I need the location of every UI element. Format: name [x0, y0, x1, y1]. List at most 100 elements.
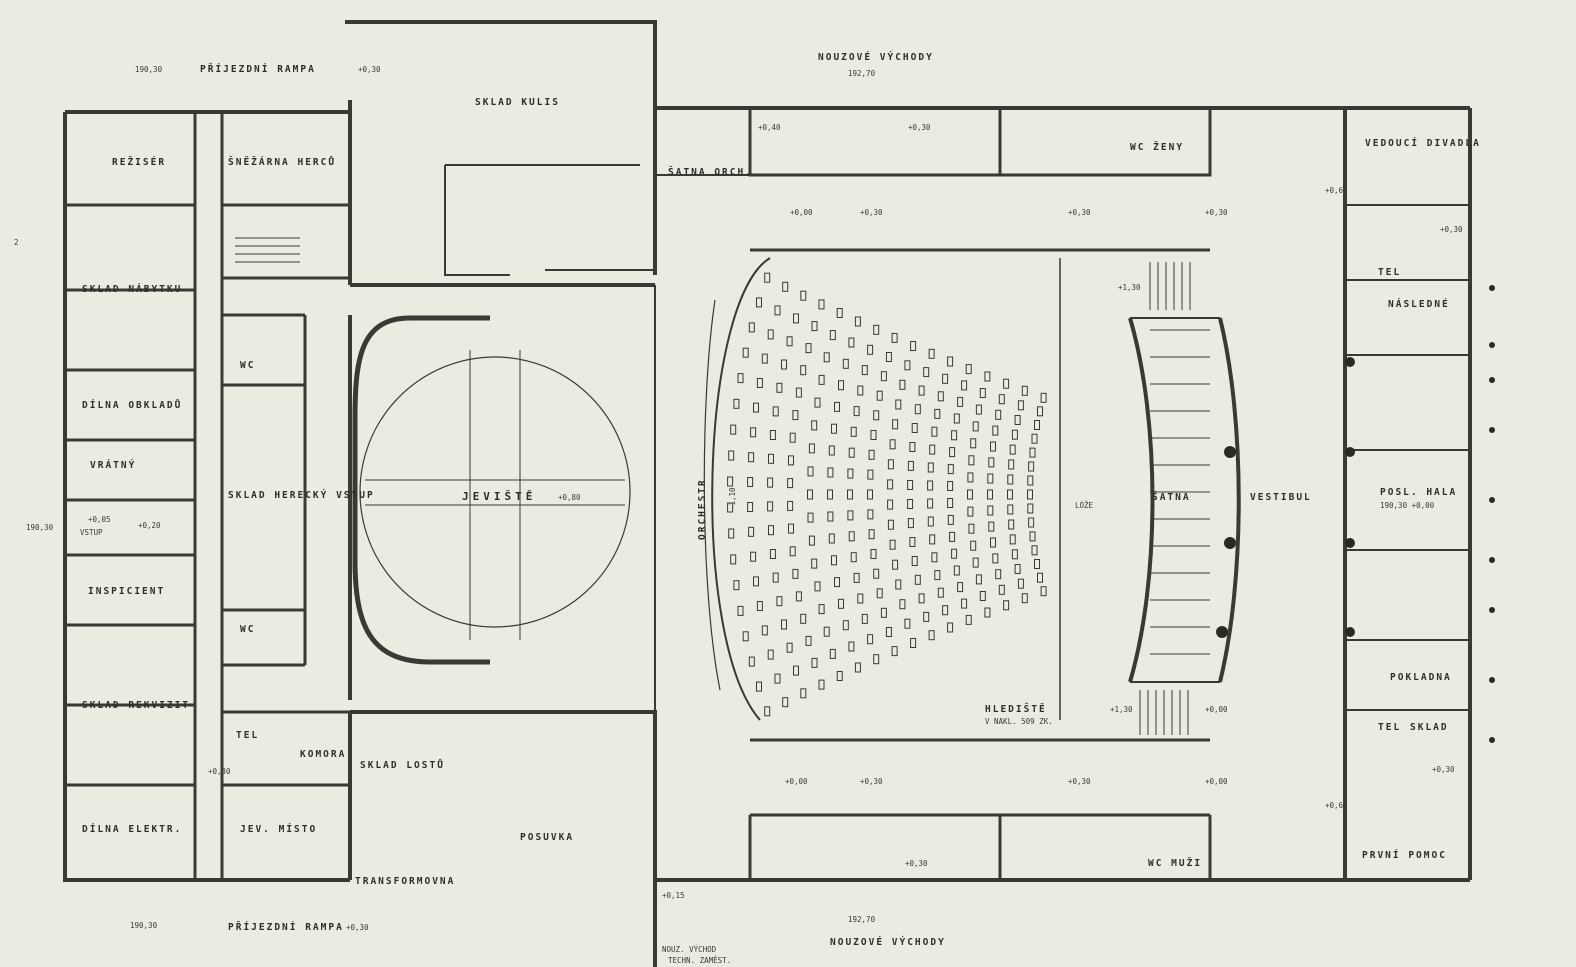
- seat: [899, 599, 906, 610]
- seat: [942, 373, 949, 384]
- seat: [867, 634, 874, 645]
- label-rampa-bottom: PŘÍJEZDNÍ RAMPA: [228, 921, 344, 933]
- seat: [761, 625, 768, 636]
- label-vedouci: VEDOUCÍ DIVADLA: [1365, 137, 1481, 149]
- seat: [937, 391, 944, 402]
- seat: [811, 321, 818, 332]
- seat: [1027, 475, 1034, 486]
- label-wc-2: WC: [240, 624, 255, 635]
- seat: [870, 430, 877, 440]
- seat: [965, 364, 972, 375]
- seat: [800, 290, 807, 301]
- seat: [953, 565, 960, 576]
- seat: [953, 413, 960, 424]
- seat: [927, 462, 934, 473]
- auditorium: [703, 257, 1241, 721]
- label-rampa-top: PŘÍJEZDNÍ RAMPA: [200, 63, 316, 75]
- seat: [827, 511, 834, 522]
- label-vratny: VRÁTNÝ: [90, 459, 136, 471]
- label-orchestr: ORCHESTR: [697, 478, 708, 540]
- seat: [923, 367, 930, 378]
- stairs: [235, 237, 1191, 735]
- label-komora: KOMORA: [300, 749, 346, 760]
- seat: [979, 591, 986, 601]
- seat: [972, 421, 979, 432]
- level-jeviste: +0,80: [558, 493, 581, 502]
- label-tel-2: TEL: [1378, 267, 1401, 278]
- label-wc-1: WC: [240, 360, 255, 371]
- seat: [767, 501, 774, 512]
- seat: [793, 665, 799, 676]
- seat: [957, 396, 964, 407]
- seat: [800, 613, 807, 624]
- label-satna-orch: ŠATNA ORCH.: [668, 166, 753, 178]
- seat: [847, 468, 854, 479]
- seat: [914, 574, 921, 585]
- seat: [892, 559, 899, 570]
- level-vstup-2: +0,05: [88, 515, 111, 524]
- seat: [909, 442, 916, 452]
- level-14: +0,00: [1205, 777, 1228, 786]
- seat: [850, 426, 857, 437]
- seat: [1027, 489, 1033, 500]
- seat: [911, 423, 918, 433]
- seat: [828, 445, 835, 456]
- seat: [742, 631, 749, 642]
- seat: [1014, 415, 1021, 425]
- seat: [828, 533, 835, 544]
- seat: [769, 549, 776, 559]
- seat: [728, 528, 735, 539]
- seat: [807, 489, 813, 500]
- seat: [992, 553, 999, 564]
- seat: [756, 378, 763, 388]
- seat: [998, 394, 1005, 405]
- level-1: +0,40: [758, 123, 781, 132]
- label-sklad-herecke: SKLAD HERECKÝ VSTUP: [228, 489, 375, 501]
- vestibule-columns: [1216, 285, 1495, 743]
- label-transformovna: TRANSFORMOVNA: [355, 876, 455, 887]
- seat: [931, 552, 938, 563]
- seat: [995, 569, 1002, 580]
- seat: [1017, 578, 1024, 589]
- level-top-left: 190,30: [135, 65, 163, 74]
- seat: [990, 537, 996, 548]
- seat: [811, 420, 818, 431]
- seat: [909, 537, 916, 547]
- seat: [923, 611, 930, 622]
- seat: [867, 469, 874, 480]
- label-sklad-small: SKLAD: [1410, 722, 1449, 733]
- seat: [750, 427, 757, 438]
- seat: [1037, 406, 1043, 417]
- seat: [727, 502, 734, 513]
- seat: [805, 635, 812, 646]
- seat: [781, 619, 787, 630]
- seat: [792, 568, 799, 579]
- seat: [768, 453, 774, 464]
- label-inspicient: INSPICIENT: [88, 586, 165, 597]
- seat: [793, 313, 799, 324]
- seat: [951, 548, 958, 559]
- label-tel-1: TEL: [236, 730, 259, 741]
- exterior-labels: PŘÍJEZDNÍ RAMPA PŘÍJEZDNÍ RAMPA NOUZOVÉ …: [200, 51, 944, 965]
- level-bottom-center: 192,70: [848, 915, 876, 924]
- seat: [934, 408, 941, 419]
- seat: [1007, 474, 1014, 485]
- seat: [805, 343, 812, 354]
- seat: [873, 410, 880, 421]
- seat: [895, 579, 902, 590]
- label-wc-muzi: WC MUŽI: [1148, 857, 1202, 869]
- seat: [727, 476, 734, 487]
- seat: [795, 591, 802, 602]
- seat: [767, 329, 774, 340]
- seat: [1031, 545, 1038, 556]
- seat: [1040, 392, 1047, 403]
- seat: [747, 477, 754, 487]
- level-vstup: 190,30: [26, 523, 54, 532]
- level-8: +1,30: [1118, 283, 1141, 292]
- seat: [829, 330, 836, 341]
- seat: [904, 360, 911, 371]
- label-nasledne: NÁSLEDNÉ: [1388, 298, 1450, 310]
- seat: [947, 464, 954, 475]
- seat: [988, 521, 995, 532]
- level-top-center: 192,70: [848, 69, 876, 78]
